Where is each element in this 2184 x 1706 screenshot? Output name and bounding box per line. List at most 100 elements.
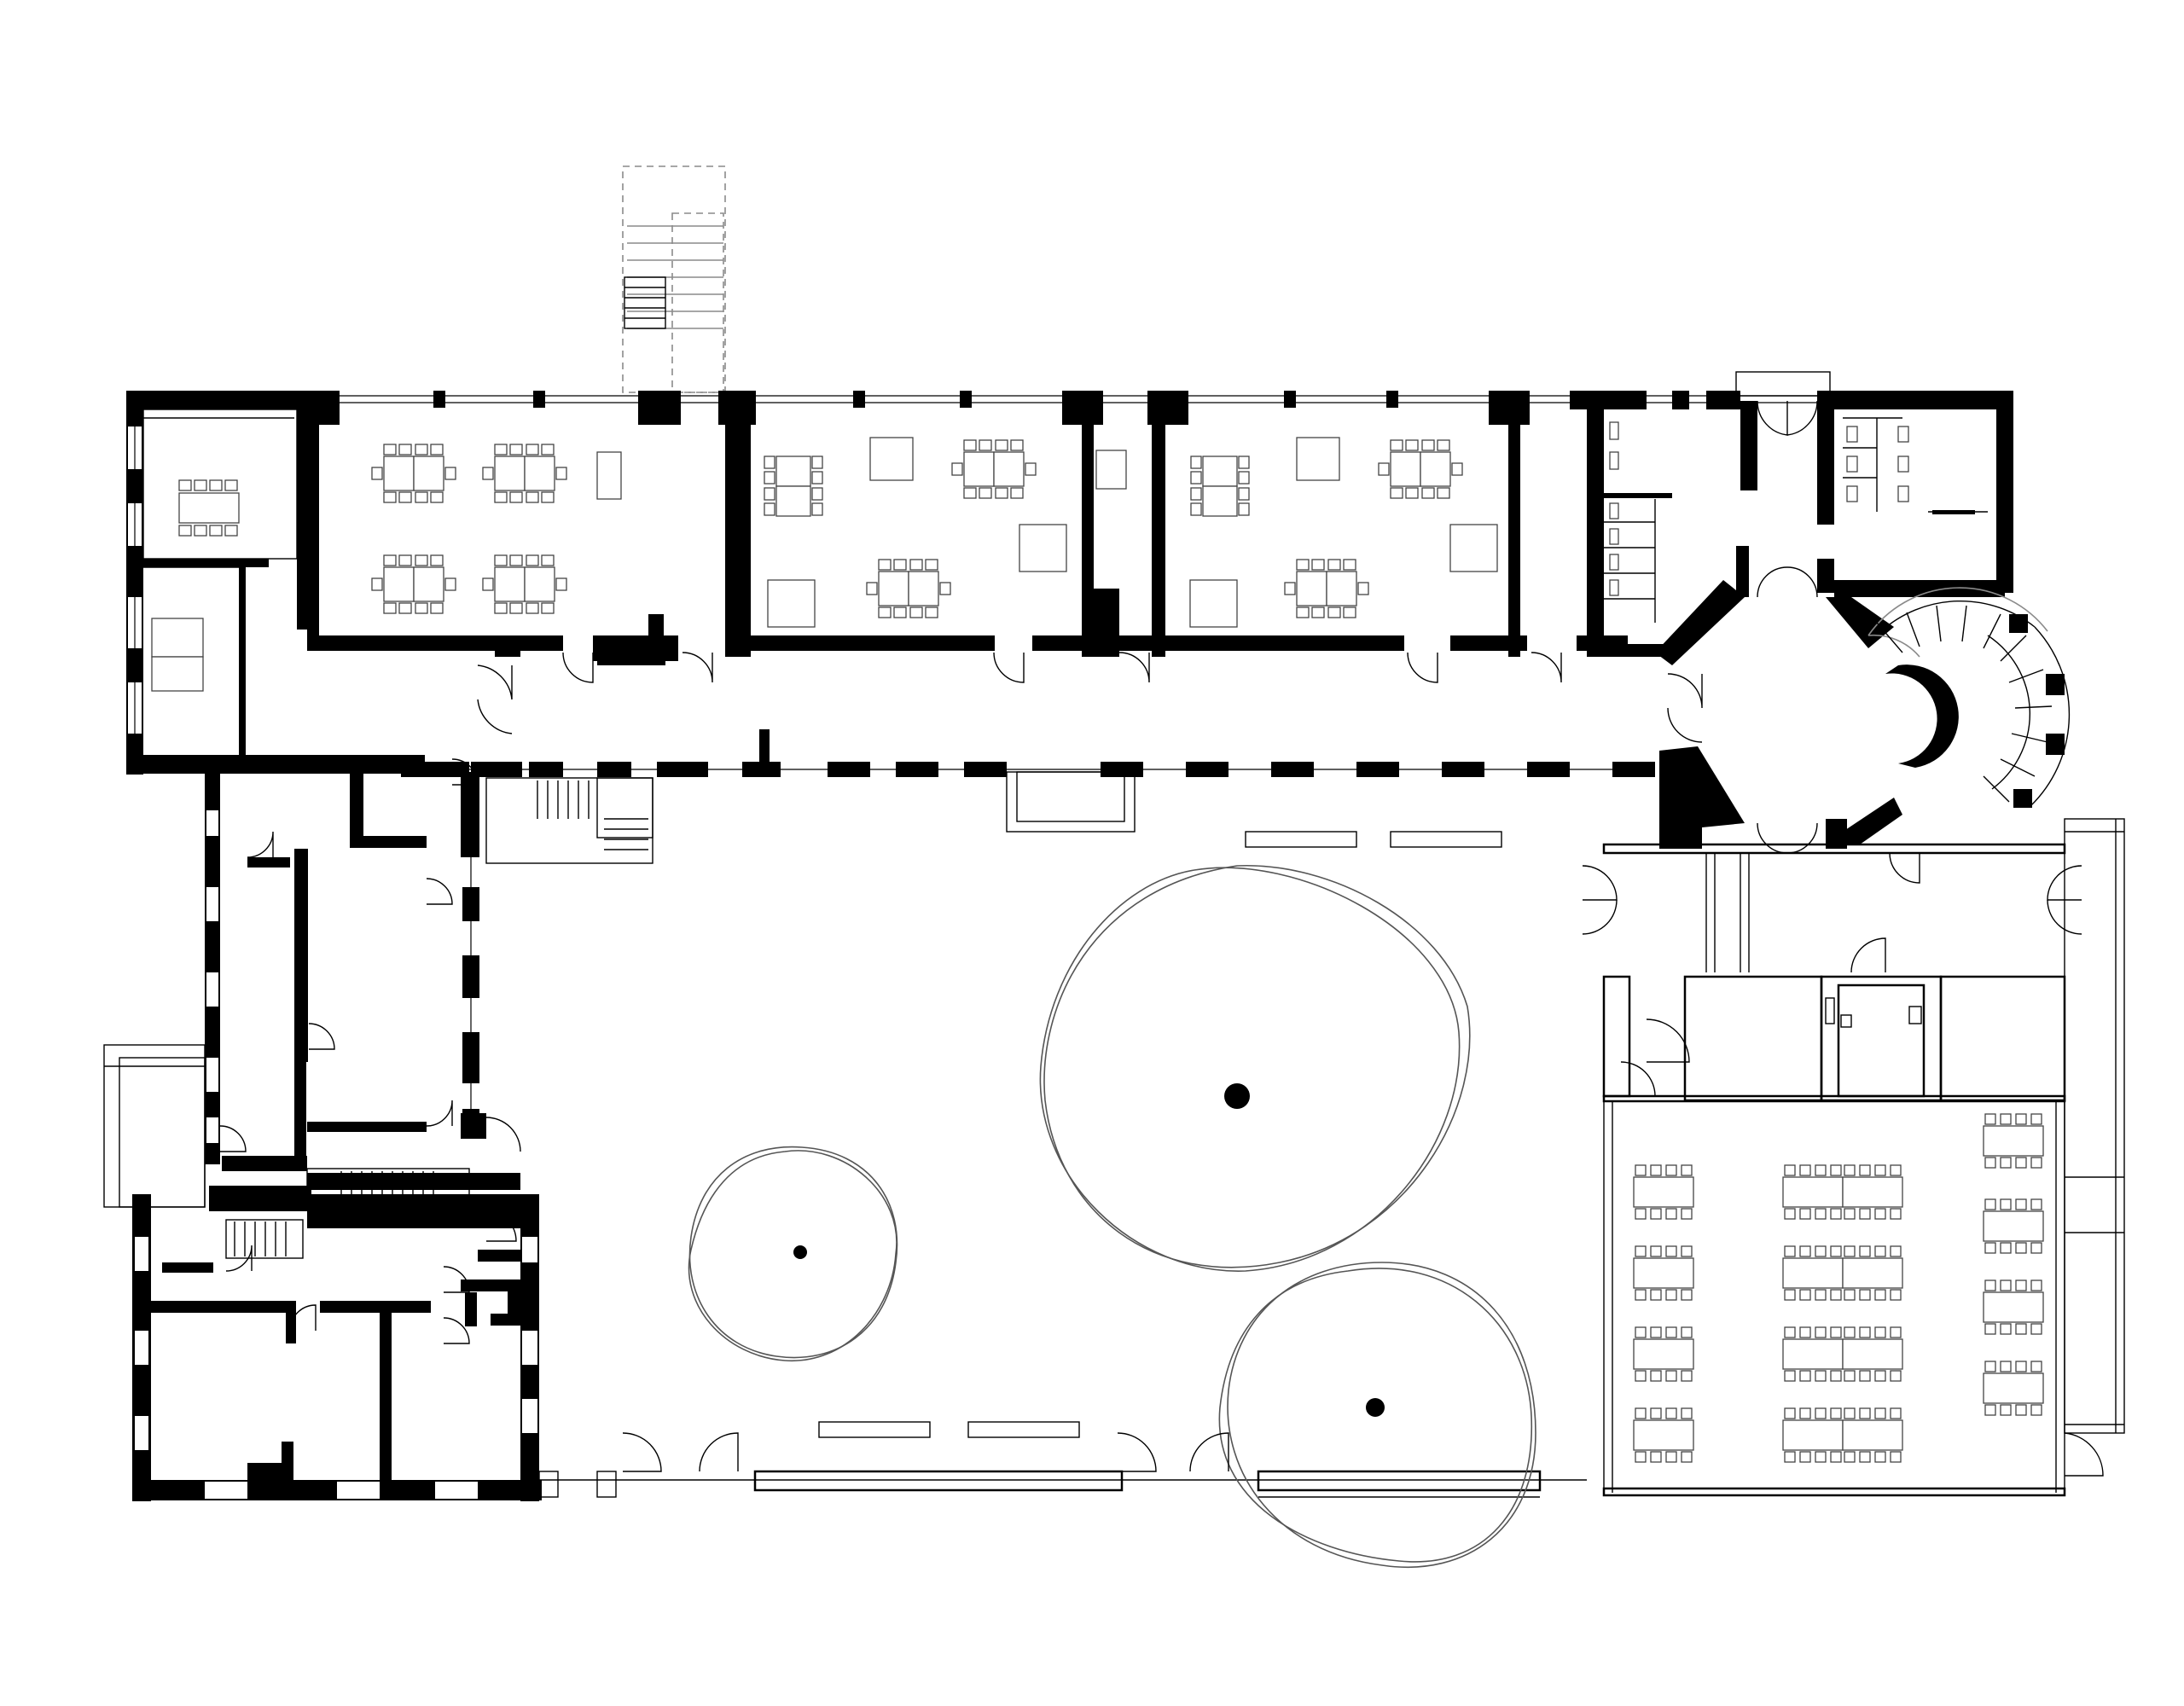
chair	[939, 582, 951, 595]
courtyard-stair	[485, 777, 653, 864]
chair	[1378, 462, 1390, 476]
dining-table	[1842, 1338, 1903, 1370]
chair	[1984, 1198, 1996, 1210]
chair	[2000, 1157, 2012, 1169]
chair	[1859, 1208, 1871, 1220]
chair	[1784, 1326, 1796, 1338]
spiral-stair	[1659, 587, 2071, 849]
chair	[811, 487, 823, 501]
chair	[1799, 1370, 1811, 1382]
dining-table	[1782, 1338, 1844, 1370]
chair	[979, 439, 992, 451]
chair	[1635, 1370, 1647, 1382]
chair	[1874, 1208, 1886, 1220]
chair	[1859, 1164, 1871, 1176]
chair	[2015, 1113, 2027, 1125]
chair	[1665, 1370, 1677, 1382]
chair	[1238, 471, 1250, 485]
chair	[415, 444, 428, 456]
chair	[509, 491, 523, 503]
chair	[1650, 1451, 1662, 1463]
board	[767, 579, 816, 628]
table	[413, 456, 444, 491]
dining-table	[1842, 1257, 1903, 1289]
table	[494, 566, 526, 602]
chair	[1343, 606, 1356, 618]
chair	[555, 467, 567, 480]
chair	[526, 491, 539, 503]
table	[1202, 485, 1238, 517]
chair	[1984, 1242, 1996, 1254]
chair	[1815, 1164, 1827, 1176]
chair	[1799, 1451, 1811, 1463]
chair	[1390, 487, 1403, 499]
chair	[224, 525, 238, 537]
table	[775, 456, 811, 487]
table	[1296, 571, 1327, 606]
chair	[1190, 456, 1202, 469]
dining-table	[1633, 1338, 1694, 1370]
chair	[1859, 1289, 1871, 1301]
chair	[430, 554, 444, 566]
chair	[811, 456, 823, 469]
chair	[1890, 1451, 1902, 1463]
west-wing-stair	[209, 1168, 520, 1259]
table	[383, 566, 415, 602]
chair	[509, 554, 523, 566]
chair	[482, 577, 494, 591]
table	[413, 566, 444, 602]
chair	[541, 491, 555, 503]
chair	[178, 479, 192, 491]
chair	[1830, 1208, 1842, 1220]
chair	[1635, 1164, 1647, 1176]
dining-table	[1983, 1372, 2044, 1404]
chair	[1874, 1407, 1886, 1419]
dining-table	[1983, 1210, 2044, 1242]
chair	[1830, 1164, 1842, 1176]
chair	[398, 602, 412, 614]
chair	[1984, 1157, 1996, 1169]
north-exterior-stair	[622, 165, 726, 393]
chair	[1390, 439, 1403, 451]
west-end-rooms	[128, 391, 307, 755]
table	[775, 485, 811, 517]
southwest-rooms	[132, 1194, 542, 1501]
chair	[995, 439, 1008, 451]
chair	[1784, 1164, 1796, 1176]
chair	[1650, 1245, 1662, 1257]
chair	[209, 525, 223, 537]
cabinet	[596, 451, 622, 500]
chair	[1238, 487, 1250, 501]
chair	[1681, 1164, 1693, 1176]
chair	[541, 444, 555, 456]
chair	[2015, 1242, 2027, 1254]
chair	[1874, 1370, 1886, 1382]
chair	[2030, 1323, 2042, 1335]
board	[1296, 437, 1340, 481]
chair	[1859, 1326, 1871, 1338]
chair	[1665, 1164, 1677, 1176]
board	[1189, 579, 1238, 628]
chair	[1890, 1289, 1902, 1301]
chair	[1650, 1208, 1662, 1220]
chair	[2030, 1361, 2042, 1372]
chair	[2000, 1242, 2012, 1254]
chair	[866, 582, 878, 595]
chair	[1296, 606, 1310, 618]
chair	[1665, 1245, 1677, 1257]
chair	[494, 602, 508, 614]
table	[963, 451, 995, 487]
chair	[1650, 1370, 1662, 1382]
chair	[764, 456, 775, 469]
chair	[2000, 1323, 2012, 1335]
chair	[383, 602, 397, 614]
chair	[1844, 1370, 1856, 1382]
chair	[1859, 1370, 1871, 1382]
chair	[430, 444, 444, 456]
chair	[878, 606, 892, 618]
chair	[811, 471, 823, 485]
chair	[1830, 1451, 1842, 1463]
classroom-1	[307, 401, 995, 665]
chair	[909, 606, 923, 618]
chair	[1874, 1326, 1886, 1338]
